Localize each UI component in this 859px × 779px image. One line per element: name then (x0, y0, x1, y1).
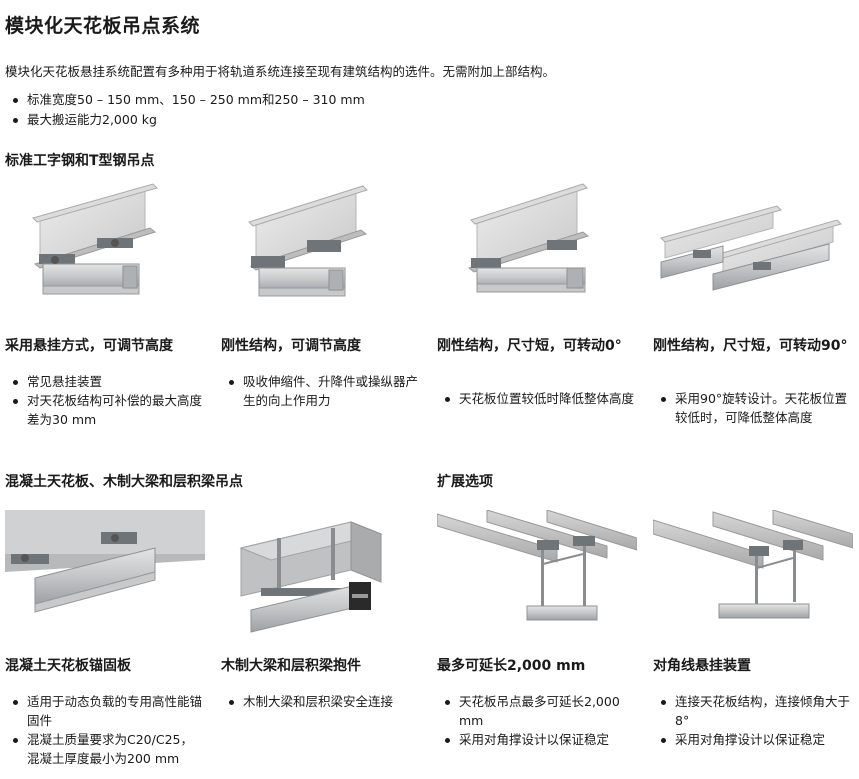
rigid-0deg-image (467, 183, 590, 293)
card-bullets: 天花板位置较低时降低整体高度 (437, 389, 637, 408)
spec-item: 标准宽度50 – 150 mm、150 – 250 mm和250 – 310 m… (5, 90, 365, 110)
card-bullet: 天花板吊点最多可延长2,000 mm (437, 692, 637, 730)
card-bullet: 连接天花板结构，连接倾角大于8° (653, 692, 853, 730)
extension-image (437, 510, 637, 621)
card-bullet: 适用于动态负载的专用高性能锚固件 (5, 692, 205, 730)
card-bullet: 对天花板结构可补偿的最大高度差为30 mm (5, 391, 205, 429)
card-rigid-adjustable[interactable]: 刚性结构，可调节高度 吸收伸缩件、升降件或操纵器产生的向上作用力 (221, 180, 421, 440)
card-title: 混凝土天花板锚固板 (5, 658, 131, 674)
card-suspended[interactable]: 采用悬挂方式，可调节高度 常见悬挂装置 对天花板结构可补偿的最大高度差为30 m… (5, 180, 205, 440)
card-title: 刚性结构，尺寸短，可转动90° (653, 338, 848, 354)
card-bullets: 天花板吊点最多可延长2,000 mm 采用对角撑设计以保证稳定 (437, 692, 637, 749)
card-bullets: 适用于动态负载的专用高性能锚固件 混凝土质量要求为C20/C25，混凝土厚度最小… (5, 692, 205, 768)
section-title-extension: 扩展选项 (437, 474, 493, 490)
card-timber-clamp[interactable]: 木制大梁和层积梁抱件 木制大梁和层积梁安全连接 (221, 510, 421, 775)
card-extension[interactable]: 最多可延长2,000 mm 天花板吊点最多可延长2,000 mm 采用对角撑设计… (437, 510, 637, 775)
card-bullet: 采用90°旋转设计。天花板位置较低时，可降低整体高度 (653, 389, 853, 427)
page-title: 模块化天花板吊点系统 (5, 15, 201, 37)
card-bullet: 采用对角撑设计以保证稳定 (653, 730, 853, 749)
card-bullets: 常见悬挂装置 对天花板结构可补偿的最大高度差为30 mm (5, 372, 205, 429)
rigid-90deg-image (660, 205, 842, 291)
card-bullet: 采用对角撑设计以保证稳定 (437, 730, 637, 749)
card-title: 刚性结构，尺寸短，可转动0° (437, 338, 622, 354)
card-bullet: 吸收伸缩件、升降件或操纵器产生的向上作用力 (221, 372, 421, 410)
card-bullets: 连接天花板结构，连接倾角大于8° 采用对角撑设计以保证稳定 (653, 692, 853, 749)
spec-item: 最大搬运能力2,000 kg (5, 110, 365, 130)
card-bullets: 采用90°旋转设计。天花板位置较低时，可降低整体高度 (653, 389, 853, 427)
card-concrete-anchor[interactable]: 混凝土天花板锚固板 适用于动态负载的专用高性能锚固件 混凝土质量要求为C20/C… (5, 510, 205, 775)
card-bullet: 混凝土质量要求为C20/C25，混凝土厚度最小为200 mm (5, 730, 205, 768)
suspended-mount-image (32, 183, 158, 295)
card-title: 刚性结构，可调节高度 (221, 338, 361, 354)
diagonal-mount-image (653, 510, 853, 619)
card-title: 木制大梁和层积梁抱件 (221, 658, 361, 674)
section-title-concrete: 混凝土天花板、木制大梁和层积梁吊点 (5, 474, 243, 490)
card-bullet: 常见悬挂装置 (5, 372, 205, 391)
card-diagonal[interactable]: 对角线悬挂装置 连接天花板结构，连接倾角大于8° 采用对角撑设计以保证稳定 (653, 510, 853, 775)
card-title: 对角线悬挂装置 (653, 658, 751, 674)
card-rigid-0deg[interactable]: 刚性结构，尺寸短，可转动0° 天花板位置较低时降低整体高度 (437, 180, 637, 440)
card-bullet: 天花板位置较低时降低整体高度 (437, 389, 637, 408)
spec-list: 标准宽度50 – 150 mm、150 – 250 mm和250 – 310 m… (5, 90, 365, 130)
rigid-adjustable-image (248, 185, 368, 297)
concrete-anchor-image (5, 510, 205, 613)
card-rigid-90deg[interactable]: 刚性结构，尺寸短，可转动90° 采用90°旋转设计。天花板位置较低时，可降低整体… (653, 180, 853, 440)
card-title: 采用悬挂方式，可调节高度 (5, 338, 173, 354)
section-title-steel: 标准工字钢和T型钢吊点 (5, 153, 155, 169)
timber-clamp-image (239, 521, 383, 633)
card-bullet: 木制大梁和层积梁安全连接 (221, 692, 421, 711)
intro-text: 模块化天花板悬挂系统配置有多种用于将轨道系统连接至现有建筑结构的选件。无需附加上… (5, 64, 556, 79)
card-bullets: 木制大梁和层积梁安全连接 (221, 692, 421, 711)
card-title: 最多可延长2,000 mm (437, 658, 586, 674)
card-bullets: 吸收伸缩件、升降件或操纵器产生的向上作用力 (221, 372, 421, 410)
